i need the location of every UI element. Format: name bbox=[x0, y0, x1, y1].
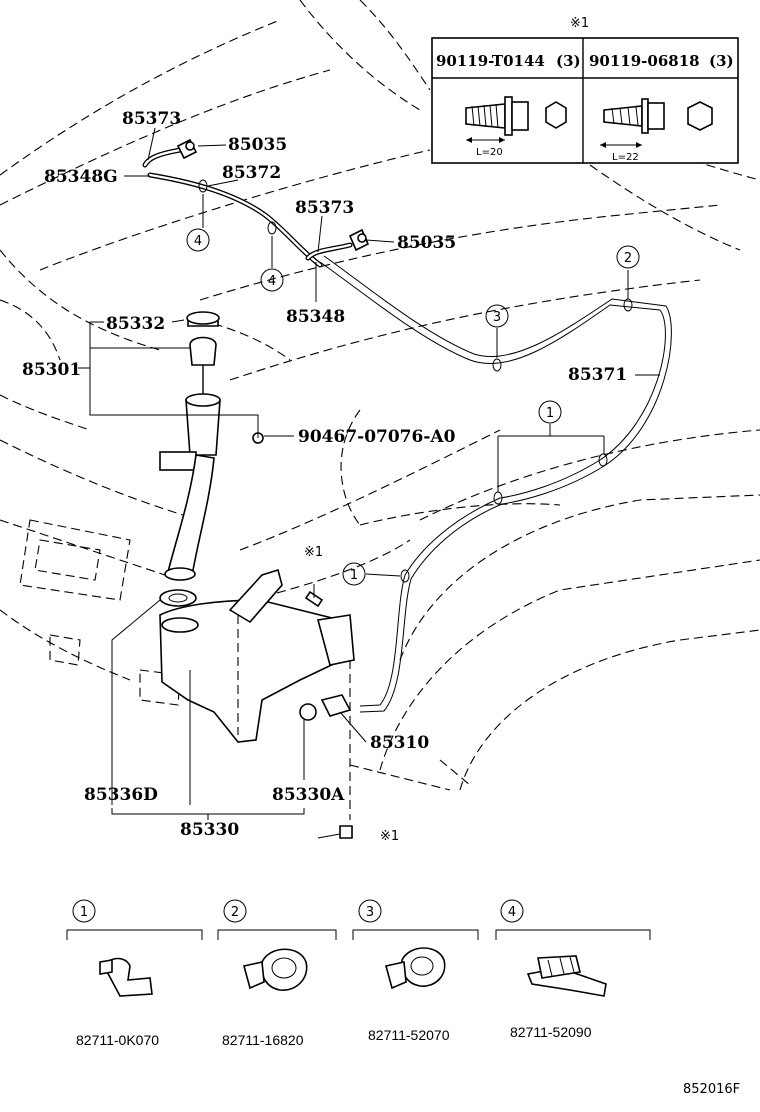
bolt-2-length: L=22 bbox=[612, 152, 639, 163]
bolt-1-drawing: L=20 bbox=[465, 96, 567, 158]
washer-nozzles bbox=[176, 138, 370, 252]
legend-1-number: 1 bbox=[80, 905, 88, 920]
callout-90467-07076-a0: 90467-07076-A0 bbox=[298, 427, 456, 447]
clip-ref-1-upper: 1 bbox=[546, 406, 554, 421]
reservoir-tank bbox=[159, 568, 355, 839]
callout-85372: 85372 bbox=[222, 163, 281, 183]
legend-4-number: 4 bbox=[508, 905, 516, 920]
clip-ref-4-right: 4 bbox=[268, 274, 276, 289]
callout-85310: 85310 bbox=[370, 733, 429, 753]
clip-legend: 1 82711-0K070 2 82711-16820 3 82711-5207… bbox=[66, 899, 651, 1048]
legend-4-part: 82711-52090 bbox=[510, 1024, 592, 1040]
bolt-1-qty: (3) bbox=[556, 52, 581, 70]
callout-mark-bolt-lower: ※1 bbox=[380, 829, 399, 844]
bolt-note-box: ※1 90119-T0144 (3) 90119-06818 (3) L=20 bbox=[431, 16, 739, 164]
washer-hoses bbox=[142, 147, 672, 713]
bolt-2-drawing: L=22 bbox=[600, 98, 713, 163]
clip-ref-2: 2 bbox=[624, 251, 632, 266]
callout-85348: 85348 bbox=[286, 307, 345, 327]
legend-3-number: 3 bbox=[366, 905, 374, 920]
callout-85336d: 85336D bbox=[84, 785, 158, 805]
legend-2-number: 2 bbox=[231, 905, 239, 920]
legend-1-part: 82711-0K070 bbox=[76, 1032, 159, 1048]
legend-2-part: 82711-16820 bbox=[222, 1032, 304, 1048]
bolt-1-length: L=20 bbox=[476, 147, 503, 158]
bolt-note-mark: ※1 bbox=[570, 16, 589, 31]
bolt-2-qty: (3) bbox=[709, 52, 734, 70]
callout-85332: 85332 bbox=[106, 314, 165, 334]
clip-ref-4-left: 4 bbox=[194, 234, 202, 249]
callout-85330a: 85330A bbox=[272, 785, 345, 805]
legend-3-part: 82711-52070 bbox=[368, 1027, 450, 1043]
diagram-code: 852016F bbox=[683, 1082, 740, 1097]
callout-85301: 85301 bbox=[22, 360, 81, 380]
callout-85035-upper: 85035 bbox=[228, 135, 287, 155]
clip-ref-1-lower: 1 bbox=[350, 568, 358, 583]
reservoir-inlet bbox=[159, 311, 264, 607]
callout-mark-bolt-upper: ※1 bbox=[304, 545, 323, 560]
clip-ref-3: 3 bbox=[493, 310, 501, 325]
callout-85373-lower: 85373 bbox=[295, 198, 354, 218]
clip-references: 4 4 3 2 1 1 bbox=[186, 228, 640, 586]
callout-85348g: 85348G bbox=[44, 167, 118, 187]
callout-85373-upper: 85373 bbox=[122, 109, 181, 129]
callout-85035-lower: 85035 bbox=[397, 233, 456, 253]
callout-85330: 85330 bbox=[180, 820, 239, 840]
bolt-2-part: 90119-06818 bbox=[589, 52, 700, 70]
leader-lines bbox=[78, 127, 660, 839]
callout-85371: 85371 bbox=[568, 365, 627, 385]
bolt-1-part: 90119-T0144 bbox=[436, 52, 545, 70]
part-callouts: 85373 85035 85348G 85372 85373 85035 853… bbox=[22, 109, 627, 844]
